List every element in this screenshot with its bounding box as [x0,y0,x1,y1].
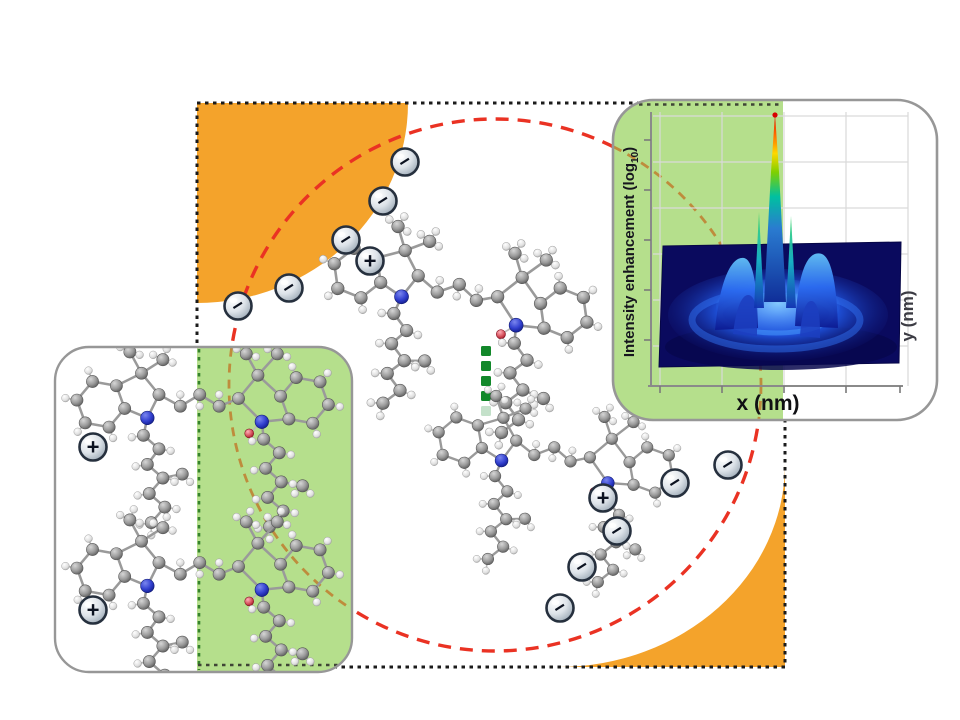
cation-symbol: + [355,246,385,276]
counter-ions: −−−−−−−−−−++ [223,147,743,623]
surface-plot-inset: Intensity enhancement (log10) x (nm) y (… [611,98,939,422]
dye-pair-inset: ++ [53,345,354,674]
anion-symbol: − [602,516,632,546]
anion-symbol: − [274,273,304,303]
plot-ylabel: Intensity enhancement (log10) [621,147,641,357]
cation-symbol-highlight [361,252,370,259]
anion-symbol: − [331,225,361,255]
hotspot-circle-through-green [227,347,352,653]
surface-spike-tip [772,112,778,118]
anion-symbol-highlight [666,474,675,481]
plot-axes [644,112,903,393]
nanoparticle-bottom-right [558,464,785,667]
anion-symbol-highlight [229,297,238,304]
dimer-connector-dash [481,361,491,371]
anion-symbol-highlight [374,192,383,199]
dimer-connector-dash [481,346,491,356]
cation-symbol: + [588,483,618,513]
plot-xlabel: x (nm) [737,392,800,415]
cation-symbol-glyph: + [364,249,377,274]
anion-symbol-highlight [551,599,560,606]
surface-bump-front-left [733,295,757,336]
anion-symbol-highlight [396,153,405,160]
dimer-connector-dash [481,376,491,386]
anion-symbol: − [545,593,575,623]
dye-counter-cations: ++ [78,432,108,625]
anion-symbol: − [660,468,690,498]
cation-symbol-highlight [84,601,93,608]
anion-symbol-highlight [608,522,617,529]
anion-symbol-highlight [719,456,728,463]
anion-symbol: − [390,147,420,177]
cation-symbol-highlight [594,489,603,496]
surface-3d [658,112,902,370]
plot-ylabel-right: y (nm) [898,291,917,342]
anion-symbol: − [368,186,398,216]
surface-side-spike-left [754,212,764,308]
anion-symbol: − [223,291,253,321]
cation-symbol-glyph: + [87,435,100,460]
surface-bump-front-right [800,301,820,338]
dimer-connector-dash [481,406,491,416]
anion-symbol-highlight [337,231,346,238]
anion-symbol: − [567,552,597,582]
surface-plot-inset-border [611,98,939,422]
anion-symbol: − [713,450,743,480]
cation-symbol: + [78,432,108,462]
anion-symbol-highlight [573,558,582,565]
cation-symbol: + [78,595,108,625]
anion-symbol-highlight [280,279,289,286]
cation-symbol-highlight [84,438,93,445]
surface-side-spike-right [786,216,796,308]
dye-pair-inset-border [53,345,354,674]
cation-symbol-glyph: + [87,598,100,623]
cation-symbol-glyph: + [597,486,610,511]
surface-hotspot-spike [764,114,786,302]
